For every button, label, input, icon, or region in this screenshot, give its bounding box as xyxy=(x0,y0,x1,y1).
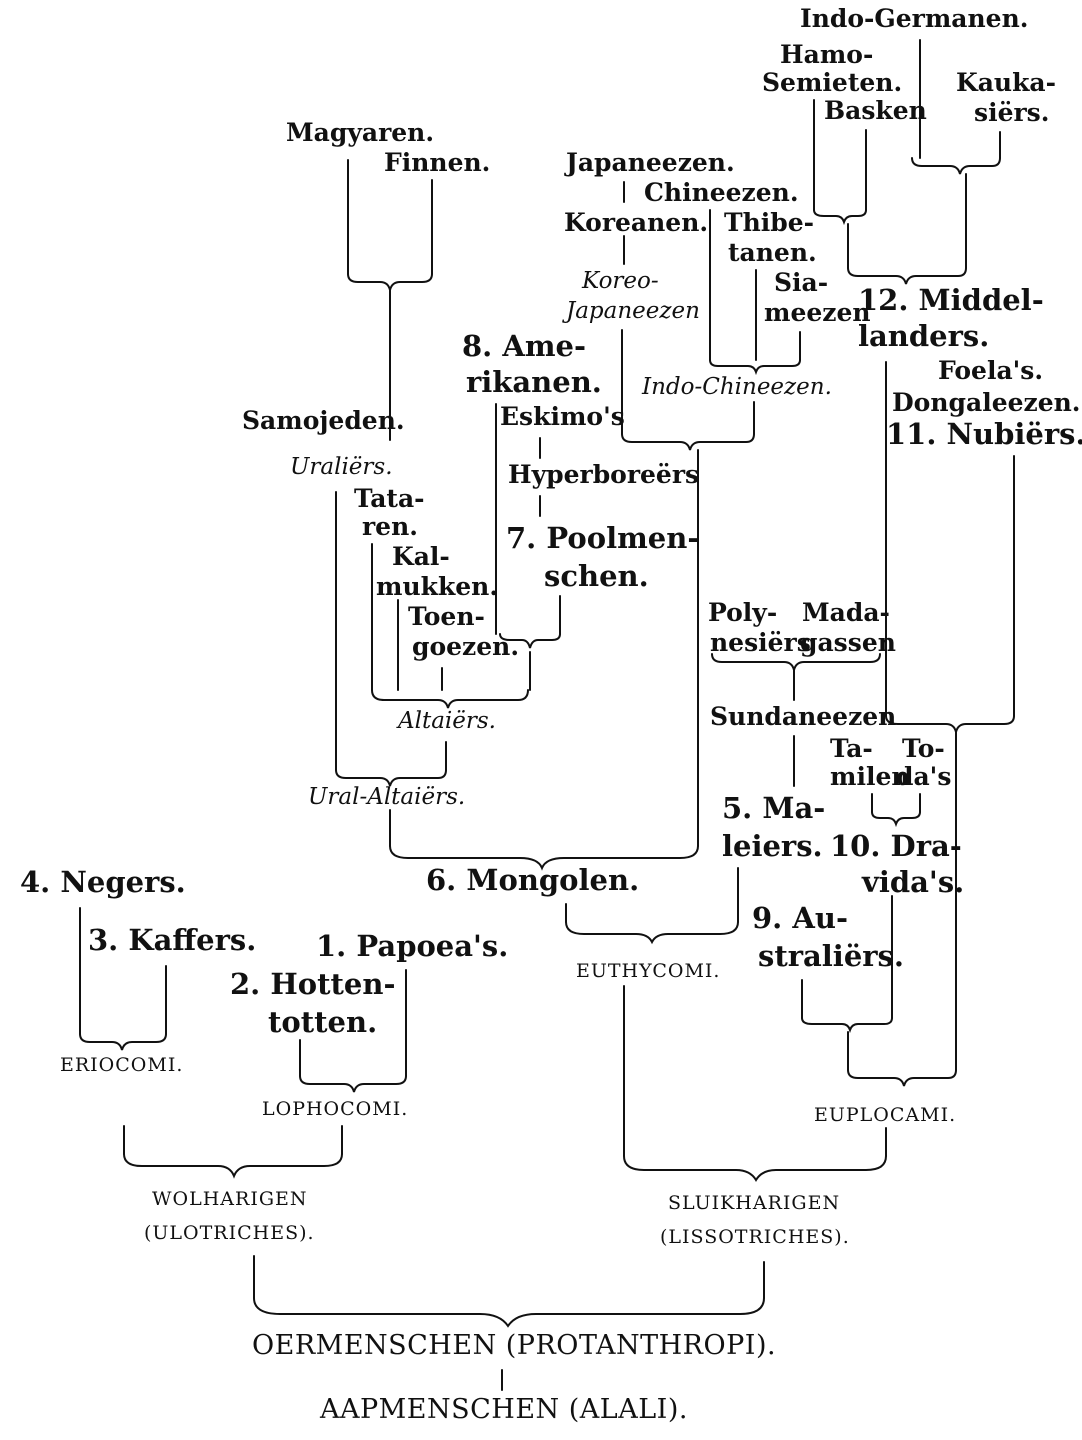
label-meezen: meezen xyxy=(764,298,871,327)
label-basken: Basken xyxy=(824,96,927,125)
label-tanen: tanen. xyxy=(728,238,817,267)
label-indo-germanen: Indo-Germanen. xyxy=(800,4,1029,33)
label-eriocomi: ERIOCOMI. xyxy=(60,1054,184,1076)
label-koreo: Koreo- xyxy=(582,268,659,294)
label-nubiers-11: 11. Nubiërs. xyxy=(886,417,1082,451)
label-toen: Toen- xyxy=(408,602,485,631)
label-poolmenschen-7: 7. Poolmen- xyxy=(506,521,700,555)
label-hyperboreers: Hyperboreërs xyxy=(508,460,700,489)
label-milen: milen xyxy=(830,762,910,791)
label-vidas: vida's. xyxy=(862,865,965,899)
label-das: da's xyxy=(896,762,952,791)
label-amerikanen-8: 8. Ame- xyxy=(462,329,587,363)
label-ulotriches: (ULOTRICHES). xyxy=(144,1222,315,1244)
label-thibe: Thibe- xyxy=(724,208,815,237)
label-kaffers-3: 3. Kaffers. xyxy=(88,923,257,957)
label-magyaren: Magyaren. xyxy=(286,118,435,147)
label-ta: Ta- xyxy=(830,734,873,763)
label-mada: Mada- xyxy=(802,598,890,627)
label-rikanen: rikanen. xyxy=(466,365,602,399)
label-maleiers-5: 5. Ma- xyxy=(722,791,826,825)
label-sundaneezen: Sundaneezen xyxy=(710,702,897,731)
label-australiers-9: 9. Au- xyxy=(752,901,848,935)
label-aapmenschen: AAPMENSCHEN (ALALI). xyxy=(320,1394,688,1425)
label-altaiers: Altaiërs. xyxy=(398,708,496,734)
label-leiers: leiers. xyxy=(722,829,823,863)
label-to: To- xyxy=(902,734,945,763)
label-uraliers: Uraliërs. xyxy=(290,454,393,480)
label-euthycomi: EUTHYCOMI. xyxy=(576,960,721,982)
label-ren: ren. xyxy=(362,512,418,541)
label-japaneezen: Japaneezen. xyxy=(566,148,735,177)
label-goezen: goezen. xyxy=(412,632,520,661)
label-nesiers: nesiërs xyxy=(710,628,811,657)
label-dravidas-10: 10. Dra- xyxy=(830,829,962,863)
label-chineezen: Chineezen. xyxy=(644,178,799,207)
label-finnen: Finnen. xyxy=(384,148,491,177)
label-sia: Sia- xyxy=(774,268,829,297)
label-foelas: Foela's. xyxy=(938,356,1044,385)
label-landers: landers. xyxy=(858,319,990,353)
label-hottentotten-2: 2. Hotten- xyxy=(230,967,396,1001)
label-kal: Kal- xyxy=(392,542,450,571)
label-semieten: Semieten. xyxy=(762,68,903,97)
label-straliers: straliërs. xyxy=(758,939,904,973)
label-lophocomi: LOPHOCOMI. xyxy=(262,1098,409,1120)
label-siers: siërs. xyxy=(974,98,1050,127)
label-kauka: Kauka- xyxy=(956,68,1056,97)
label-tata: Tata- xyxy=(354,484,425,513)
label-middellanders-12: 12. Middel- xyxy=(858,283,1044,317)
label-hamo: Hamo- xyxy=(780,40,874,69)
label-totten: totten. xyxy=(268,1005,378,1039)
label-schen: schen. xyxy=(544,559,649,593)
label-poly: Poly- xyxy=(708,598,778,627)
label-papoeas-1: 1. Papoea's. xyxy=(316,929,509,963)
label-gassen: gassen xyxy=(800,628,896,657)
label-samojeden: Samojeden. xyxy=(242,406,405,435)
label-negers-4: 4. Negers. xyxy=(20,865,186,899)
label-sluikharigen: SLUIKHARIGEN xyxy=(668,1192,841,1214)
label-japaneezen-italic: Japaneezen xyxy=(566,298,700,324)
label-indo-chineezen: Indo-Chineezen. xyxy=(642,374,832,400)
label-oermenschen: OERMENSCHEN (PROTANTHROPI). xyxy=(252,1330,777,1361)
label-mukken: mukken. xyxy=(376,572,499,601)
label-wolharigen: WOLHARIGEN xyxy=(152,1188,308,1210)
label-koreanen: Koreanen. xyxy=(564,208,709,237)
label-lissotriches: (LISSOTRICHES). xyxy=(660,1226,850,1248)
label-euplocami: EUPLOCAMI. xyxy=(814,1104,957,1126)
label-dongaleezen: Dongaleezen. xyxy=(892,388,1081,417)
label-mongolen-6: 6. Mongolen. xyxy=(426,863,640,897)
label-eskimos: Eskimo's xyxy=(500,402,625,431)
label-ural-altaiers: Ural-Altaiërs. xyxy=(308,784,466,810)
